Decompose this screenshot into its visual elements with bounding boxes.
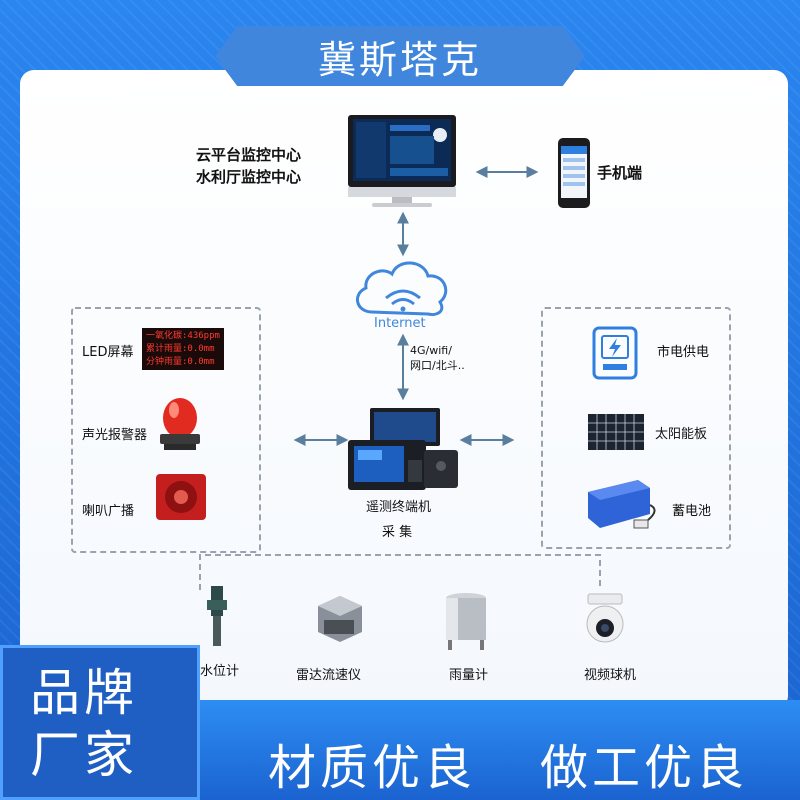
rain-gauge-icon <box>446 593 486 650</box>
led-line-3: 分钟雨量:0.0mm <box>146 357 215 367</box>
battery-icon <box>588 480 656 529</box>
slogan-material: 材质优良 <box>268 740 477 796</box>
right-item-battery: 蓄电池 <box>672 504 712 519</box>
led-screen-text: 一氧化碳:436ppm 累计雨量:0.0mm 分钟雨量:0.0mm <box>146 330 222 369</box>
brand-tag-box <box>0 645 200 800</box>
led-line-1: 一氧化碳:436ppm <box>146 331 220 341</box>
water-level-meter-icon <box>207 586 227 646</box>
title-banner: 冀斯塔克 <box>215 26 585 86</box>
phone-icon <box>558 138 590 208</box>
left-item-led: LED屏幕 <box>82 345 134 360</box>
radar-flow-meter-icon <box>318 596 362 642</box>
video-dome-camera-icon <box>586 593 624 643</box>
solar-panel-icon <box>588 414 644 450</box>
brand-tag-line-2: 厂家 <box>30 726 138 784</box>
left-panel-box <box>71 307 261 553</box>
sensor-bracket <box>199 554 601 590</box>
mains-power-icon <box>592 326 638 380</box>
collect-label: 采 集 <box>382 525 413 540</box>
terminal-label: 遥测终端机 <box>366 500 432 515</box>
sensor-label-water-level: 水位计 <box>200 664 240 679</box>
monitor-label-2: 水利厅监控中心 <box>196 168 302 186</box>
phone-label: 手机端 <box>597 164 643 182</box>
sensor-label-radar: 雷达流速仪 <box>296 668 362 683</box>
right-panel-box <box>541 307 731 549</box>
right-item-mains: 市电供电 <box>657 345 710 360</box>
internet-label: Internet <box>374 316 426 331</box>
alarm-light-icon <box>160 398 200 450</box>
led-screen-icon <box>142 328 224 370</box>
left-item-alarm: 声光报警器 <box>82 428 148 443</box>
horn-speaker-icon <box>156 474 206 520</box>
left-item-speaker: 喇叭广播 <box>82 504 135 519</box>
brand-tag: 品牌 厂家 <box>30 662 180 786</box>
terminal-icon <box>348 408 458 490</box>
monitor-label-1: 云平台监控中心 <box>196 146 302 164</box>
led-line-2: 累计雨量:0.0mm <box>146 344 215 354</box>
link-label-2: 网口/北斗.. <box>410 359 465 372</box>
slogan-workmanship: 做工优良 <box>540 740 749 796</box>
monitor-icon <box>348 115 456 207</box>
link-label-1: 4G/wifi/ <box>410 344 452 357</box>
sensor-label-camera: 视频球机 <box>584 668 637 683</box>
right-item-solar: 太阳能板 <box>655 427 708 442</box>
brand-title: 冀斯塔克 <box>317 37 482 82</box>
sensor-label-rain: 雨量计 <box>449 668 489 683</box>
cloud-icon <box>356 261 448 316</box>
brand-tag-line-1: 品牌 <box>30 664 138 722</box>
